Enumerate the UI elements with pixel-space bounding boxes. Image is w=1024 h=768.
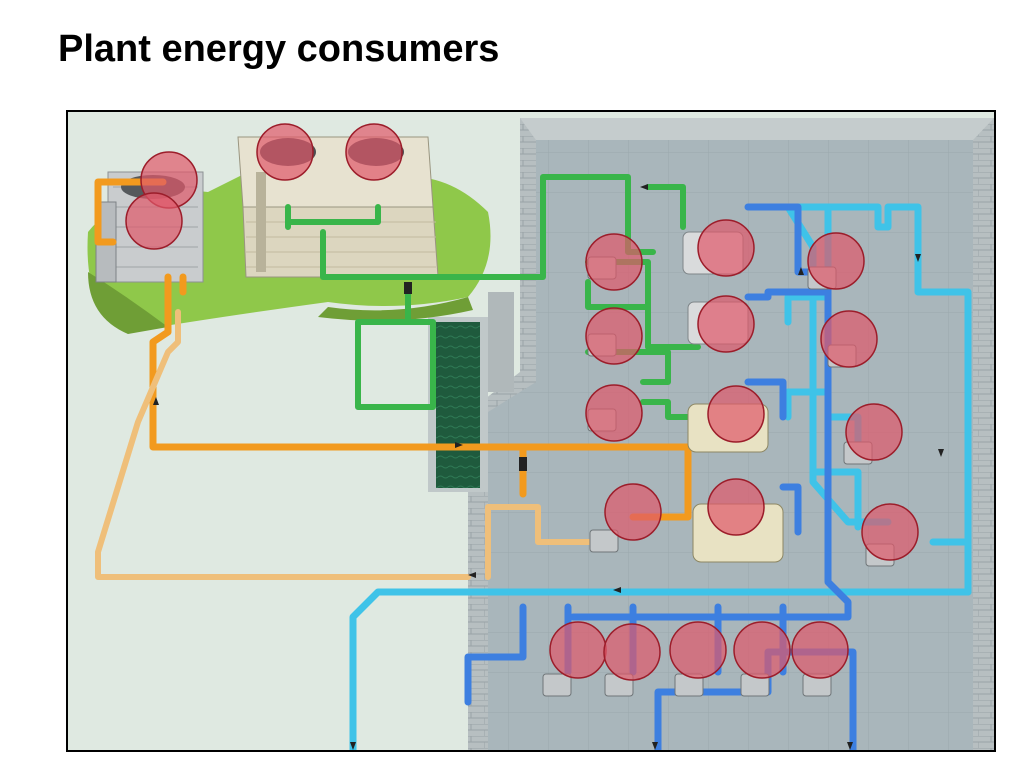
flow-arrows [153, 184, 944, 750]
flow-arrow-icon [847, 742, 853, 750]
consumer-marker [125, 192, 183, 250]
chilled-water-return-pipes [464, 203, 857, 750]
consumer-marker [861, 503, 919, 561]
consumer-marker [807, 232, 865, 290]
flow-arrow-icon [938, 449, 944, 457]
flow-arrow-icon [915, 254, 921, 262]
plant-illustration [87, 118, 994, 750]
consumer-marker [585, 233, 643, 291]
consumer-marker [707, 478, 765, 536]
consumer-marker [669, 621, 727, 679]
consumer-marker [845, 403, 903, 461]
flow-arrow-icon [153, 397, 159, 405]
page-title: Plant energy consumers [58, 28, 500, 70]
consumer-marker [707, 385, 765, 443]
consumer-marker [603, 623, 661, 681]
consumer-marker [820, 310, 878, 368]
flow-arrow-icon [652, 742, 658, 750]
consumer-marker [345, 123, 403, 181]
flow-arrow-icon [798, 267, 804, 275]
consumer-marker [585, 307, 643, 365]
valves [404, 282, 527, 471]
flow-arrow-icon [613, 587, 621, 593]
consumer-marker [604, 483, 662, 541]
consumer-marker [585, 384, 643, 442]
plant-diagram [66, 110, 996, 752]
consumer-marker [256, 123, 314, 181]
consumer-marker [733, 621, 791, 679]
energy-consumer-markers [125, 123, 919, 681]
consumer-marker [697, 219, 755, 277]
flow-arrow-icon [455, 442, 463, 448]
flow-arrow-icon [640, 184, 648, 190]
condenser-water-return-pipes [95, 309, 616, 580]
consumer-marker [549, 621, 607, 679]
flow-arrow-icon [468, 572, 476, 578]
consumer-marker [791, 621, 849, 679]
flow-arrow-icon [350, 742, 356, 750]
consumer-marker [697, 295, 755, 353]
